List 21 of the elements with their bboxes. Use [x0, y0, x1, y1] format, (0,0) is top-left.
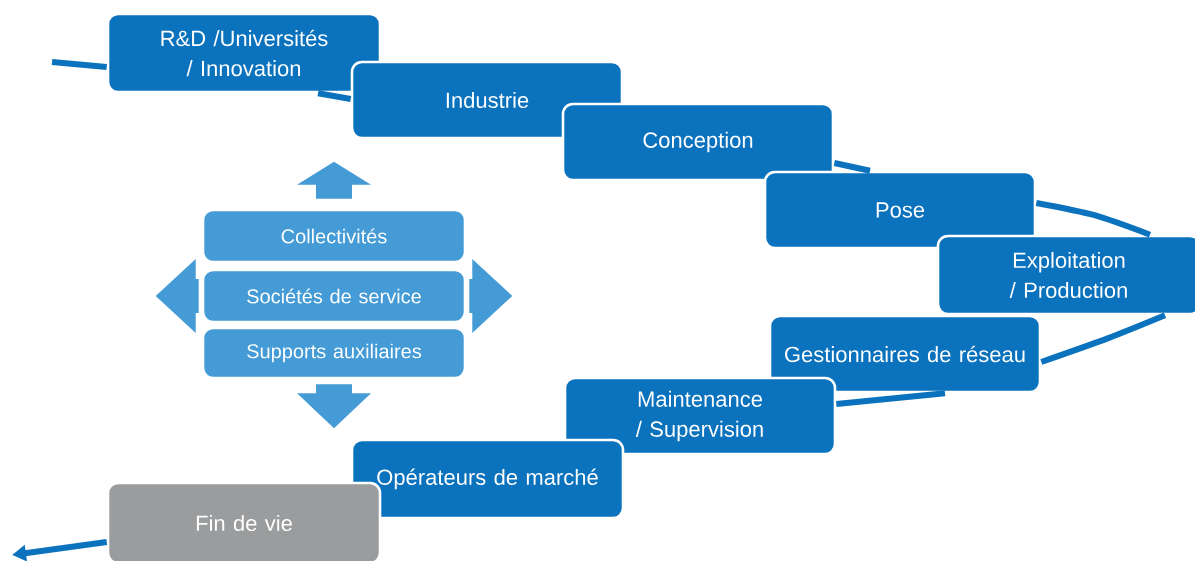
stage-box: Conception [561, 102, 835, 182]
actor-box: Collectivités [201, 208, 467, 264]
stage-box: Pose [763, 170, 1037, 250]
stage-box: Exploitation / Production [936, 234, 1195, 316]
block-arrow [297, 161, 371, 199]
stage-box: Maintenance / Supervision [563, 376, 837, 456]
stage-box: Gestionnaires de réseau [768, 314, 1042, 394]
connector-line [317, 90, 352, 102]
actor-box: Sociétés de service [201, 268, 467, 324]
connector-line [1035, 200, 1152, 238]
stage-box: Opérateurs de marché [350, 438, 625, 520]
connector-line [833, 160, 871, 174]
connector-line [1040, 312, 1167, 365]
block-arrow [469, 259, 513, 333]
stage-box: R&D /Universités / Innovation [106, 12, 382, 94]
block-arrow [155, 259, 199, 333]
connector-line [836, 390, 946, 407]
connector-line [51, 59, 107, 70]
block-arrow [297, 384, 371, 429]
actor-box: Supports auxiliaires [201, 326, 467, 380]
stage-box: Industrie [350, 60, 624, 140]
